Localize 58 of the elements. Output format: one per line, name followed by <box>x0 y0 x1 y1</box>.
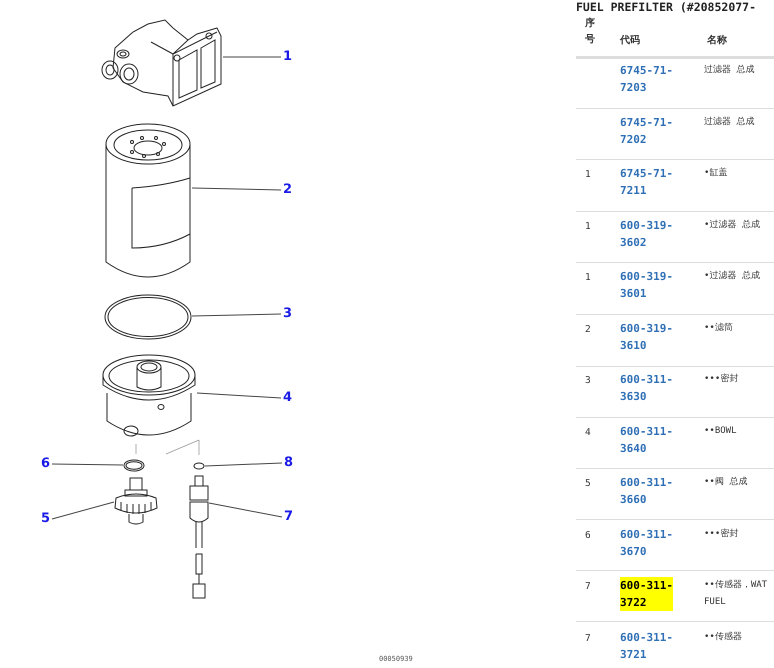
callout-number: 2 <box>283 183 292 197</box>
item-number: 7 <box>585 580 591 594</box>
part-name: •过滤器 总成 <box>704 270 761 283</box>
item-number: 7 <box>585 632 591 646</box>
leader-line <box>192 314 282 316</box>
part-number: 600-311-3630 <box>620 372 673 405</box>
callout-number: 4 <box>283 391 292 405</box>
part-number: 600-311-3722 <box>620 577 673 611</box>
callout-number: 5 <box>41 512 50 526</box>
column-header: 名称 <box>707 34 727 48</box>
part-number: 600-319-3601 <box>620 269 673 302</box>
part-number: 6745-71-7202 <box>620 114 673 148</box>
column-header: 代码 <box>620 34 640 48</box>
column-header: 序号 <box>585 16 596 47</box>
part-number: 600-311-3640 <box>620 424 673 456</box>
leader-line <box>196 392 282 398</box>
part-number: 6745-71-7211 <box>620 166 673 199</box>
leader-line <box>204 462 282 466</box>
part-number: 600-311-3660 <box>620 475 673 508</box>
item-number: 1 <box>585 168 591 182</box>
callout-number: 1 <box>283 50 292 64</box>
part-name: ••滤筒 <box>704 322 734 334</box>
part-number: 600-311-3721 <box>620 630 673 662</box>
part-name: •••密封 <box>704 528 740 540</box>
leader-line <box>208 502 282 518</box>
part-name: ••阀 总成 <box>704 476 748 489</box>
seal-ring-drawing <box>123 459 145 472</box>
item-number: 2 <box>585 322 591 336</box>
part-name: •••密封 <box>704 372 740 386</box>
leader-line <box>52 464 124 466</box>
drain-valve-drawing <box>113 476 159 526</box>
part-name: •过滤器 总成 <box>704 218 761 232</box>
part-name: ••传感器 <box>704 630 743 644</box>
leader-line <box>192 188 282 190</box>
callout-number: 7 <box>284 510 294 524</box>
item-number: 1 <box>585 220 591 234</box>
item-number: 5 <box>585 477 591 491</box>
callout-number: 3 <box>283 307 292 321</box>
page-title: FUEL PREFILTER (#20852077- <box>576 0 756 14</box>
part-name: 过滤器 总成 <box>704 116 756 128</box>
part-name: ••BOWL <box>704 424 738 438</box>
part-name: 过滤器 总成 <box>704 64 756 77</box>
part-number: 600-319-3610 <box>620 320 673 354</box>
item-number: 4 <box>585 426 591 440</box>
part-name: ••传感器，WAT FUEL <box>704 578 768 609</box>
part-number: 600-311-3670 <box>620 526 673 560</box>
seal-ring-drawing <box>193 462 205 470</box>
item-number: 1 <box>585 271 591 285</box>
part-number: 6745-71-7203 <box>620 63 673 96</box>
leader-line <box>52 502 114 520</box>
part-name: •缸盖 <box>704 166 728 180</box>
leader-line <box>222 56 282 58</box>
item-number: 6 <box>585 528 591 542</box>
item-number: 3 <box>585 374 591 388</box>
callout-number: 6 <box>41 457 50 471</box>
o-ring-drawing <box>104 295 192 341</box>
callout-number: 8 <box>284 456 294 470</box>
part-number: 600-319-3602 <box>620 218 673 250</box>
